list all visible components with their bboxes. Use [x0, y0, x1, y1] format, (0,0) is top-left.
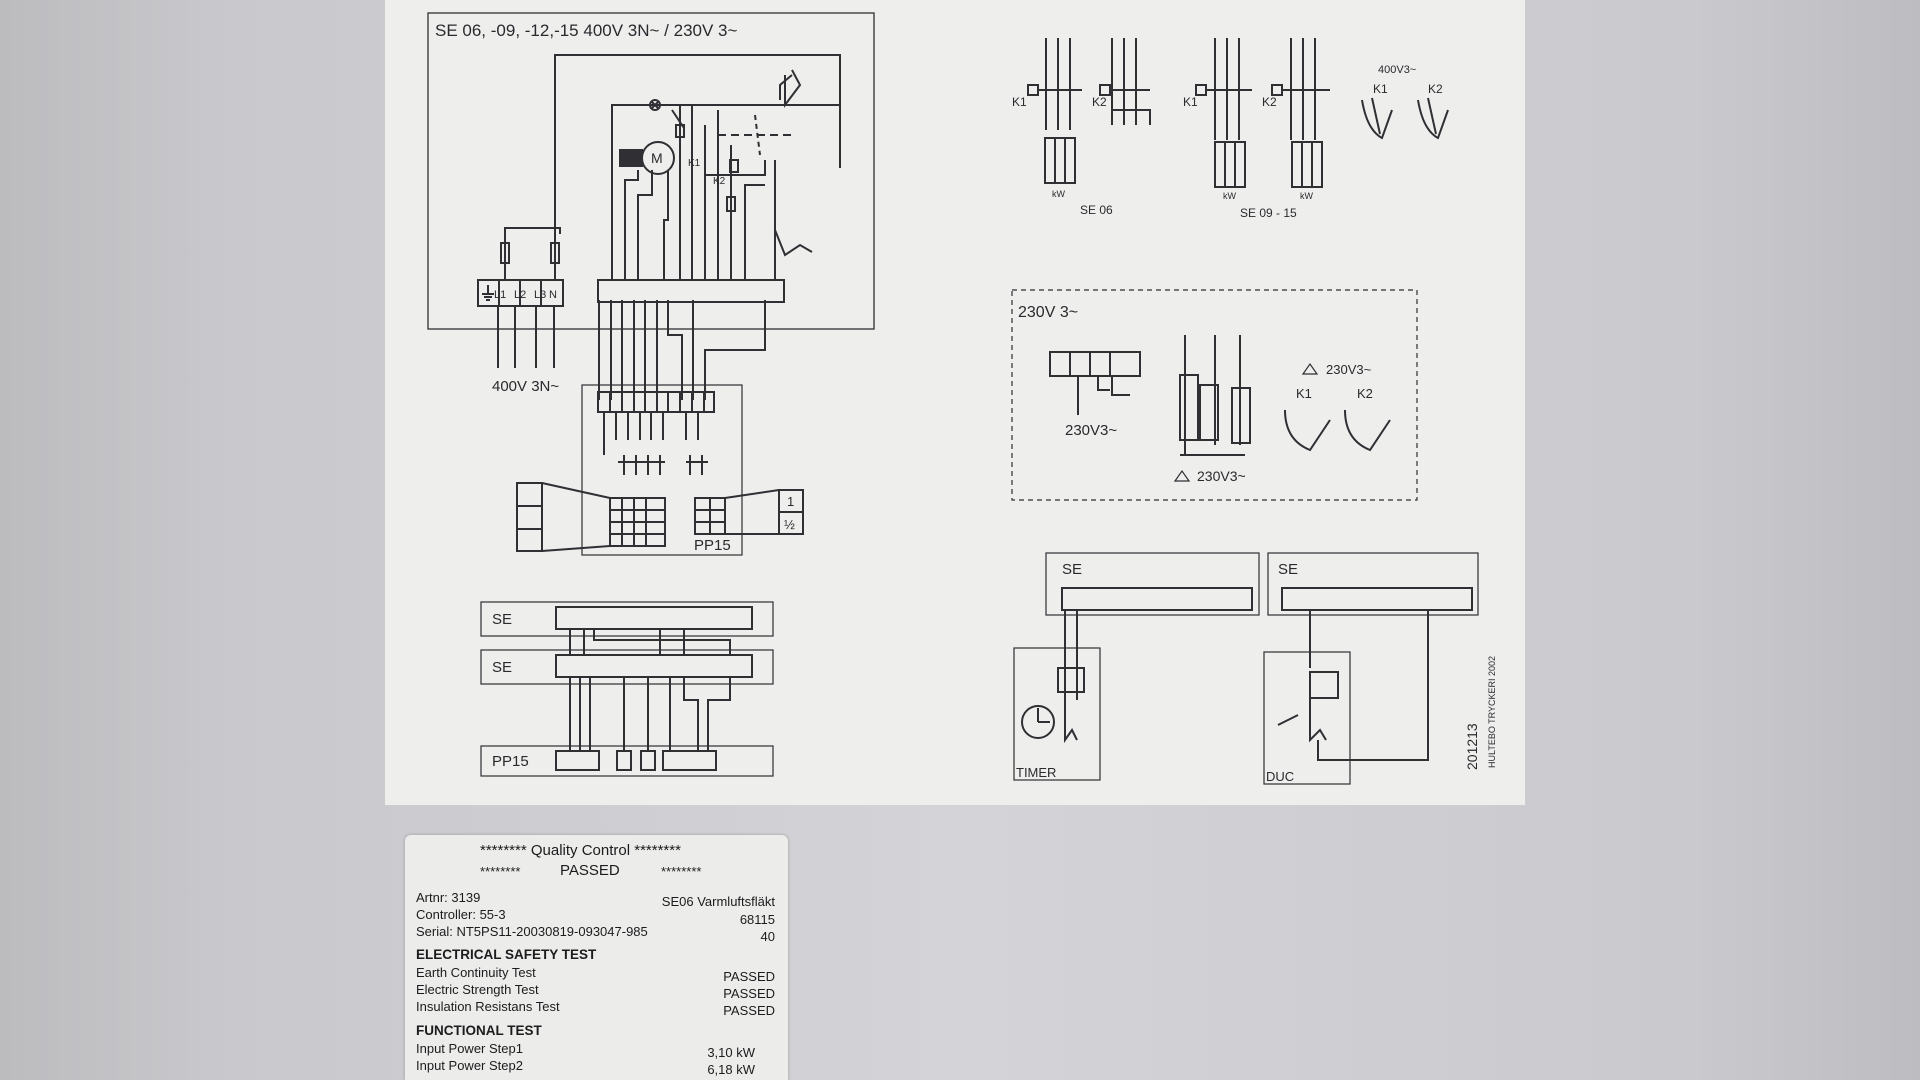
- qc-func-result: 3,10 kW: [707, 1045, 755, 1060]
- k2-label-wye: K2: [1428, 82, 1443, 96]
- pp15-block: [480, 745, 774, 777]
- contactor-group-se0915: [1195, 38, 1330, 188]
- k2-label-se06: K2: [1092, 95, 1107, 109]
- main-schematic-frame: [427, 12, 875, 330]
- wye-connection-symbols: [1361, 97, 1449, 140]
- speed-half-label: ½: [784, 517, 795, 532]
- terminal-l1: L1: [494, 289, 506, 301]
- qc-func-result: 6,18 kW: [707, 1062, 755, 1077]
- k1-label-230: K1: [1296, 386, 1312, 401]
- timer-box: [1013, 647, 1101, 781]
- terminal-block-230v: [1049, 351, 1141, 377]
- k1-label-se0915: K1: [1183, 95, 1198, 109]
- qc-test-name: Insulation Resistans Test: [416, 999, 560, 1014]
- se-label-timer: SE: [1062, 561, 1082, 578]
- wye-label: 400V3~: [1378, 64, 1416, 76]
- k2-label-230: K2: [1357, 386, 1373, 401]
- qc-passed: PASSED: [560, 862, 620, 879]
- qc-test-result: PASSED: [723, 986, 775, 1001]
- kw-label-se09b: kW: [1300, 191, 1314, 201]
- qc-product: SE06 Varmluftsfläkt: [661, 894, 775, 909]
- qc-header: ******** Quality Control ********: [480, 842, 681, 859]
- box230-label-a: 230V3~: [1065, 422, 1117, 439]
- supply-label: 400V 3N~: [492, 378, 559, 395]
- speed-1-label: 1: [787, 494, 794, 509]
- timer-label: TIMER: [1016, 765, 1056, 780]
- se0915-label: SE 09 - 15: [1240, 206, 1297, 220]
- se06-label: SE 06: [1080, 203, 1113, 217]
- qc-functional-title: FUNCTIONAL TEST: [416, 1023, 542, 1038]
- relay-k1-label: K1: [688, 158, 701, 169]
- qc-serial-value: 40: [760, 929, 775, 944]
- thermostat-side-symbol: [774, 229, 813, 257]
- pp15-bottom-label: PP15: [492, 753, 529, 770]
- k2-label-se0915: K2: [1262, 95, 1277, 109]
- qc-electrical-title: ELECTRICAL SAFETY TEST: [416, 947, 597, 962]
- se-timer-block: [1045, 552, 1260, 616]
- qc-stars-left: ********: [480, 864, 521, 879]
- quality-control-label: ******** Quality Control ******** ******…: [405, 835, 788, 1080]
- qc-stars-right: ********: [661, 864, 702, 879]
- se-duc-block: [1267, 552, 1479, 616]
- diagram-paper: [385, 0, 1525, 805]
- motor-label: M: [651, 150, 663, 166]
- box230-label-c: 230V3~: [1326, 362, 1372, 377]
- duc-label: DUC: [1266, 769, 1294, 784]
- speed-selector-left: [516, 482, 543, 552]
- qc-artnr: Artnr: 3139: [416, 890, 481, 905]
- qc-test-name: Electric Strength Test: [416, 982, 539, 997]
- box230-label-b: 230V3~: [1197, 468, 1246, 484]
- k1-k2-delta-symbols: [1284, 409, 1391, 452]
- se-label-duc: SE: [1278, 561, 1298, 578]
- qc-test-result: PASSED: [723, 969, 775, 984]
- se-block-1: [480, 601, 774, 637]
- qc-func-name: Input Power Step1: [416, 1041, 523, 1056]
- box230-title: 230V 3~: [1018, 304, 1078, 321]
- terminal-l3: L3: [534, 289, 546, 301]
- printer-credit: HULTEBO TRYCKERI 2002: [1487, 656, 1497, 768]
- pp15-label: PP15: [694, 537, 731, 554]
- pp15-box: [581, 384, 743, 556]
- print-code: 201213: [1464, 723, 1480, 770]
- box-230v: [1011, 289, 1418, 501]
- k1-label-se06: K1: [1012, 95, 1027, 109]
- se-label-1: SE: [492, 611, 512, 628]
- k1-label-wye: K1: [1373, 82, 1388, 96]
- qc-serial: Serial: NT5PS11-20030819-093047-985: [416, 924, 648, 939]
- duc-box: [1263, 651, 1351, 785]
- delta-heater-symbol: [1179, 335, 1251, 456]
- terminal-n: N: [549, 289, 557, 301]
- relay-k2-label: K2: [713, 176, 726, 187]
- se-block-2: [480, 649, 774, 685]
- qc-test-name: Earth Continuity Test: [416, 965, 536, 980]
- terminal-l2: L2: [514, 289, 526, 301]
- kw-label-se06: kW: [1052, 189, 1066, 199]
- qc-controller-value: 68115: [739, 912, 775, 927]
- qc-controller: Controller: 55-3: [416, 907, 506, 922]
- main-title: SE 06, -09, -12,-15 400V 3N~ / 230V 3~: [435, 21, 737, 40]
- kw-label-se09a: kW: [1223, 191, 1237, 201]
- qc-test-result: PASSED: [723, 1003, 775, 1018]
- contactor-group-se06: [1027, 38, 1151, 184]
- qc-func-name: Input Power Step2: [416, 1058, 523, 1073]
- thermostat-top-symbol: [784, 69, 802, 108]
- se-label-2: SE: [492, 659, 512, 676]
